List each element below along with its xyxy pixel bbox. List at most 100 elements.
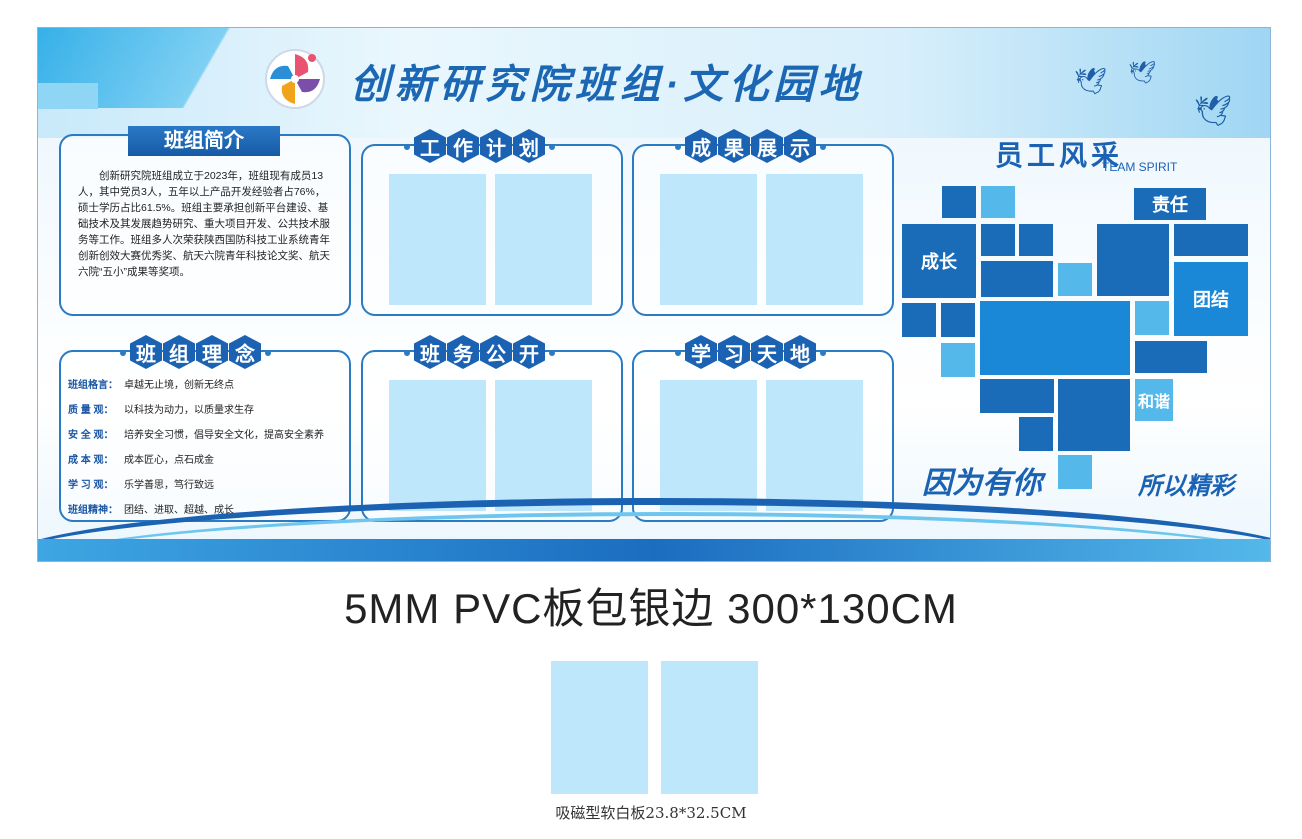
decor-dot <box>820 144 826 150</box>
learning-heading: 学 习 天 地 <box>685 335 816 369</box>
heading-char: 果 <box>718 129 750 163</box>
bottom-strip <box>38 539 1270 561</box>
heading-char: 地 <box>784 335 816 369</box>
intro-text: 创新研究院班组成立于2023年，班组现有成员13人，其中党员3人，五年以上产品开… <box>78 170 330 278</box>
photo-tile <box>981 261 1053 297</box>
heading-char: 组 <box>163 335 195 369</box>
concept-key: 安 全 观： <box>68 430 114 441</box>
decor-dot <box>404 144 410 150</box>
photo-tile <box>1019 417 1053 451</box>
photo-tile <box>980 379 1054 413</box>
concept-value: 成本匠心，点石成金 <box>124 455 214 466</box>
photo-tile <box>1058 455 1092 489</box>
concept-value: 团结、进取、超越、成长 <box>124 505 234 516</box>
heading-char: 公 <box>480 335 512 369</box>
decor-dot <box>549 350 555 356</box>
heading-char: 念 <box>229 335 261 369</box>
whiteboard-slot <box>766 380 863 511</box>
heading-char: 学 <box>685 335 717 369</box>
heading-char: 展 <box>751 129 783 163</box>
whiteboard-slot <box>389 174 486 305</box>
concept-heading: 班 组 理 念 <box>130 335 261 369</box>
sample-board <box>661 661 758 794</box>
concept-row: 学 习 观： 乐学善思，笃行致远 <box>68 473 358 498</box>
concept-key: 质 量 观： <box>68 405 114 416</box>
decor-dot <box>265 350 271 356</box>
concept-key: 班组格言： <box>68 380 118 391</box>
whiteboard-slot <box>660 174 757 305</box>
concept-key: 成 本 观： <box>68 455 114 466</box>
bird-icon: 🕊 <box>1128 60 1156 85</box>
tag-growth: 成长 <box>902 224 976 298</box>
concept-value: 培养安全习惯，倡导安全文化，提高安全素养 <box>124 430 324 441</box>
board-title: 创新研究院班组·文化园地 <box>350 63 864 107</box>
photo-tile <box>1058 263 1092 296</box>
photo-tile <box>980 301 1130 375</box>
concept-list: 班组格言： 卓越无止境，创新无终点 质 量 观：以科技为动力，以质量求生存 安 全… <box>68 373 358 523</box>
photo-tile <box>981 186 1015 218</box>
heading-char: 理 <box>196 335 228 369</box>
photo-tile <box>1019 224 1053 256</box>
decor-dot <box>120 350 126 356</box>
staff-subtitle: TEAM SPIRIT <box>1102 160 1178 174</box>
whiteboard-slot <box>495 174 592 305</box>
intro-heading: 班组简介 <box>128 126 280 156</box>
sample-board <box>551 661 648 794</box>
concept-key: 学 习 观： <box>68 480 114 491</box>
photo-tile <box>981 224 1015 256</box>
heading-char: 示 <box>784 129 816 163</box>
whiteboard-slot <box>495 380 592 511</box>
tag-duty: 责任 <box>1134 188 1206 220</box>
photo-tile <box>1135 301 1169 335</box>
photo-tile <box>1135 341 1207 373</box>
decor-dot <box>675 350 681 356</box>
concept-value: 乐学善思，笃行致远 <box>124 480 214 491</box>
heading-char: 班 <box>414 335 446 369</box>
tag-unity: 团结 <box>1174 262 1248 336</box>
photo-tile <box>941 343 975 377</box>
heading-char: 开 <box>513 335 545 369</box>
photo-tile <box>1174 224 1248 256</box>
spec-label: 5MM PVC板包银边 300*130CM <box>344 585 958 632</box>
staff-title: 员工风采 <box>995 140 1124 171</box>
header-accent-small <box>38 83 98 109</box>
heading-char: 务 <box>447 335 479 369</box>
affairs-heading: 班 务 公 开 <box>414 335 545 369</box>
decor-dot <box>675 144 681 150</box>
pinwheel-logo-icon <box>265 49 325 109</box>
slogan-left: 因为有你 <box>922 466 1042 501</box>
tag-harmony: 和谐 <box>1135 379 1173 421</box>
concept-row: 质 量 观：以科技为动力，以质量求生存 <box>68 398 358 423</box>
bird-icon: 🕊 <box>1194 95 1233 128</box>
heading-char: 习 <box>718 335 750 369</box>
concept-row: 成 本 观： 成本匠心，点石成金 <box>68 448 358 473</box>
slogan-right: 所以精彩 <box>1138 471 1234 500</box>
heading-char: 作 <box>447 129 479 163</box>
decor-wave <box>38 512 1270 561</box>
heading-char: 成 <box>685 129 717 163</box>
heading-char: 计 <box>480 129 512 163</box>
heading-char: 班 <box>130 335 162 369</box>
photo-tile <box>1097 224 1169 296</box>
concept-row: 安 全 观： 培养安全习惯，倡导安全文化，提高安全素养 <box>68 423 358 448</box>
concept-key: 班组精神： <box>68 505 118 516</box>
photo-tile <box>942 186 976 218</box>
heading-char: 划 <box>513 129 545 163</box>
whiteboard-slot <box>389 380 486 511</box>
decor-dot <box>549 144 555 150</box>
whiteboard-slot <box>766 174 863 305</box>
decor-dot <box>820 350 826 356</box>
whiteboard-slot <box>660 380 757 511</box>
achievements-heading: 成 果 展 示 <box>685 129 816 163</box>
work-plan-heading: 工 作 计 划 <box>414 129 545 163</box>
heading-char: 天 <box>751 335 783 369</box>
intro-panel <box>59 134 351 316</box>
sample-caption: 吸磁型软白板23.8*32.5CM <box>555 804 747 822</box>
decor-dot <box>404 350 410 356</box>
decor-wave <box>38 498 1270 561</box>
concept-row: 班组精神： 团结、进取、超越、成长 <box>68 498 358 523</box>
concept-value: 卓越无止境，创新无终点 <box>124 380 234 391</box>
photo-tile <box>902 303 936 337</box>
heading-char: 工 <box>414 129 446 163</box>
concept-row: 班组格言： 卓越无止境，创新无终点 <box>68 373 358 398</box>
